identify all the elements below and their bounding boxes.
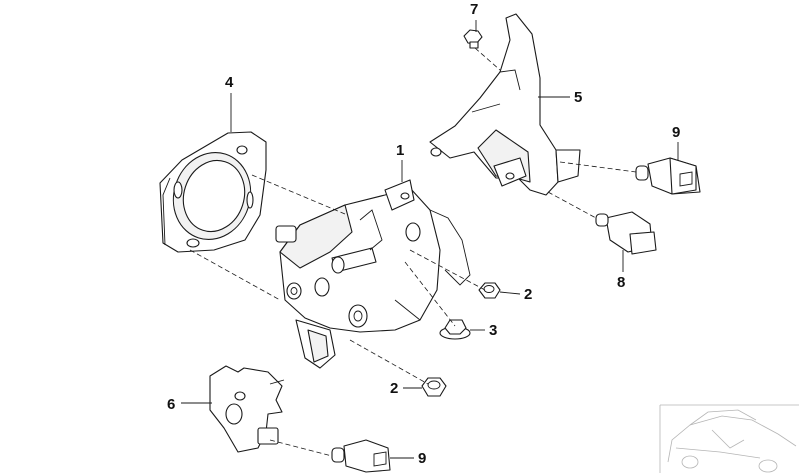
callout-1: 1 <box>396 142 404 159</box>
vehicle-thumbnail <box>659 404 799 473</box>
part-2-nut-upper[interactable] <box>478 282 501 299</box>
callout-2-lower: 2 <box>390 380 398 397</box>
part-9-switch-lower[interactable] <box>331 439 391 473</box>
callout-5: 5 <box>574 89 582 106</box>
part-6-lower-bracket[interactable] <box>209 365 285 453</box>
callout-7: 7 <box>470 1 478 18</box>
leader-lines <box>181 20 679 459</box>
part-9-switch-upper[interactable] <box>635 157 701 195</box>
callout-2-upper: 2 <box>524 286 532 303</box>
part-4-ring-plate[interactable] <box>159 131 267 253</box>
callout-9-lower: 9 <box>418 450 426 467</box>
part-3-flange-nut[interactable] <box>439 319 471 340</box>
callout-labels: 1 2 3 2 4 5 6 7 8 9 9 <box>167 1 680 467</box>
assembly-lines <box>189 47 637 457</box>
callout-9-upper: 9 <box>672 124 680 141</box>
part-5-sensor-bracket[interactable] <box>429 13 581 196</box>
callout-8: 8 <box>617 274 625 291</box>
part-8-switch[interactable] <box>595 211 657 255</box>
part-2-nut-lower[interactable] <box>421 377 447 397</box>
part-1-pedal-bracket[interactable] <box>275 179 471 369</box>
callout-6: 6 <box>167 396 175 413</box>
part-7-bolt[interactable] <box>463 29 483 49</box>
callout-3: 3 <box>489 322 497 339</box>
callout-4: 4 <box>225 74 234 91</box>
